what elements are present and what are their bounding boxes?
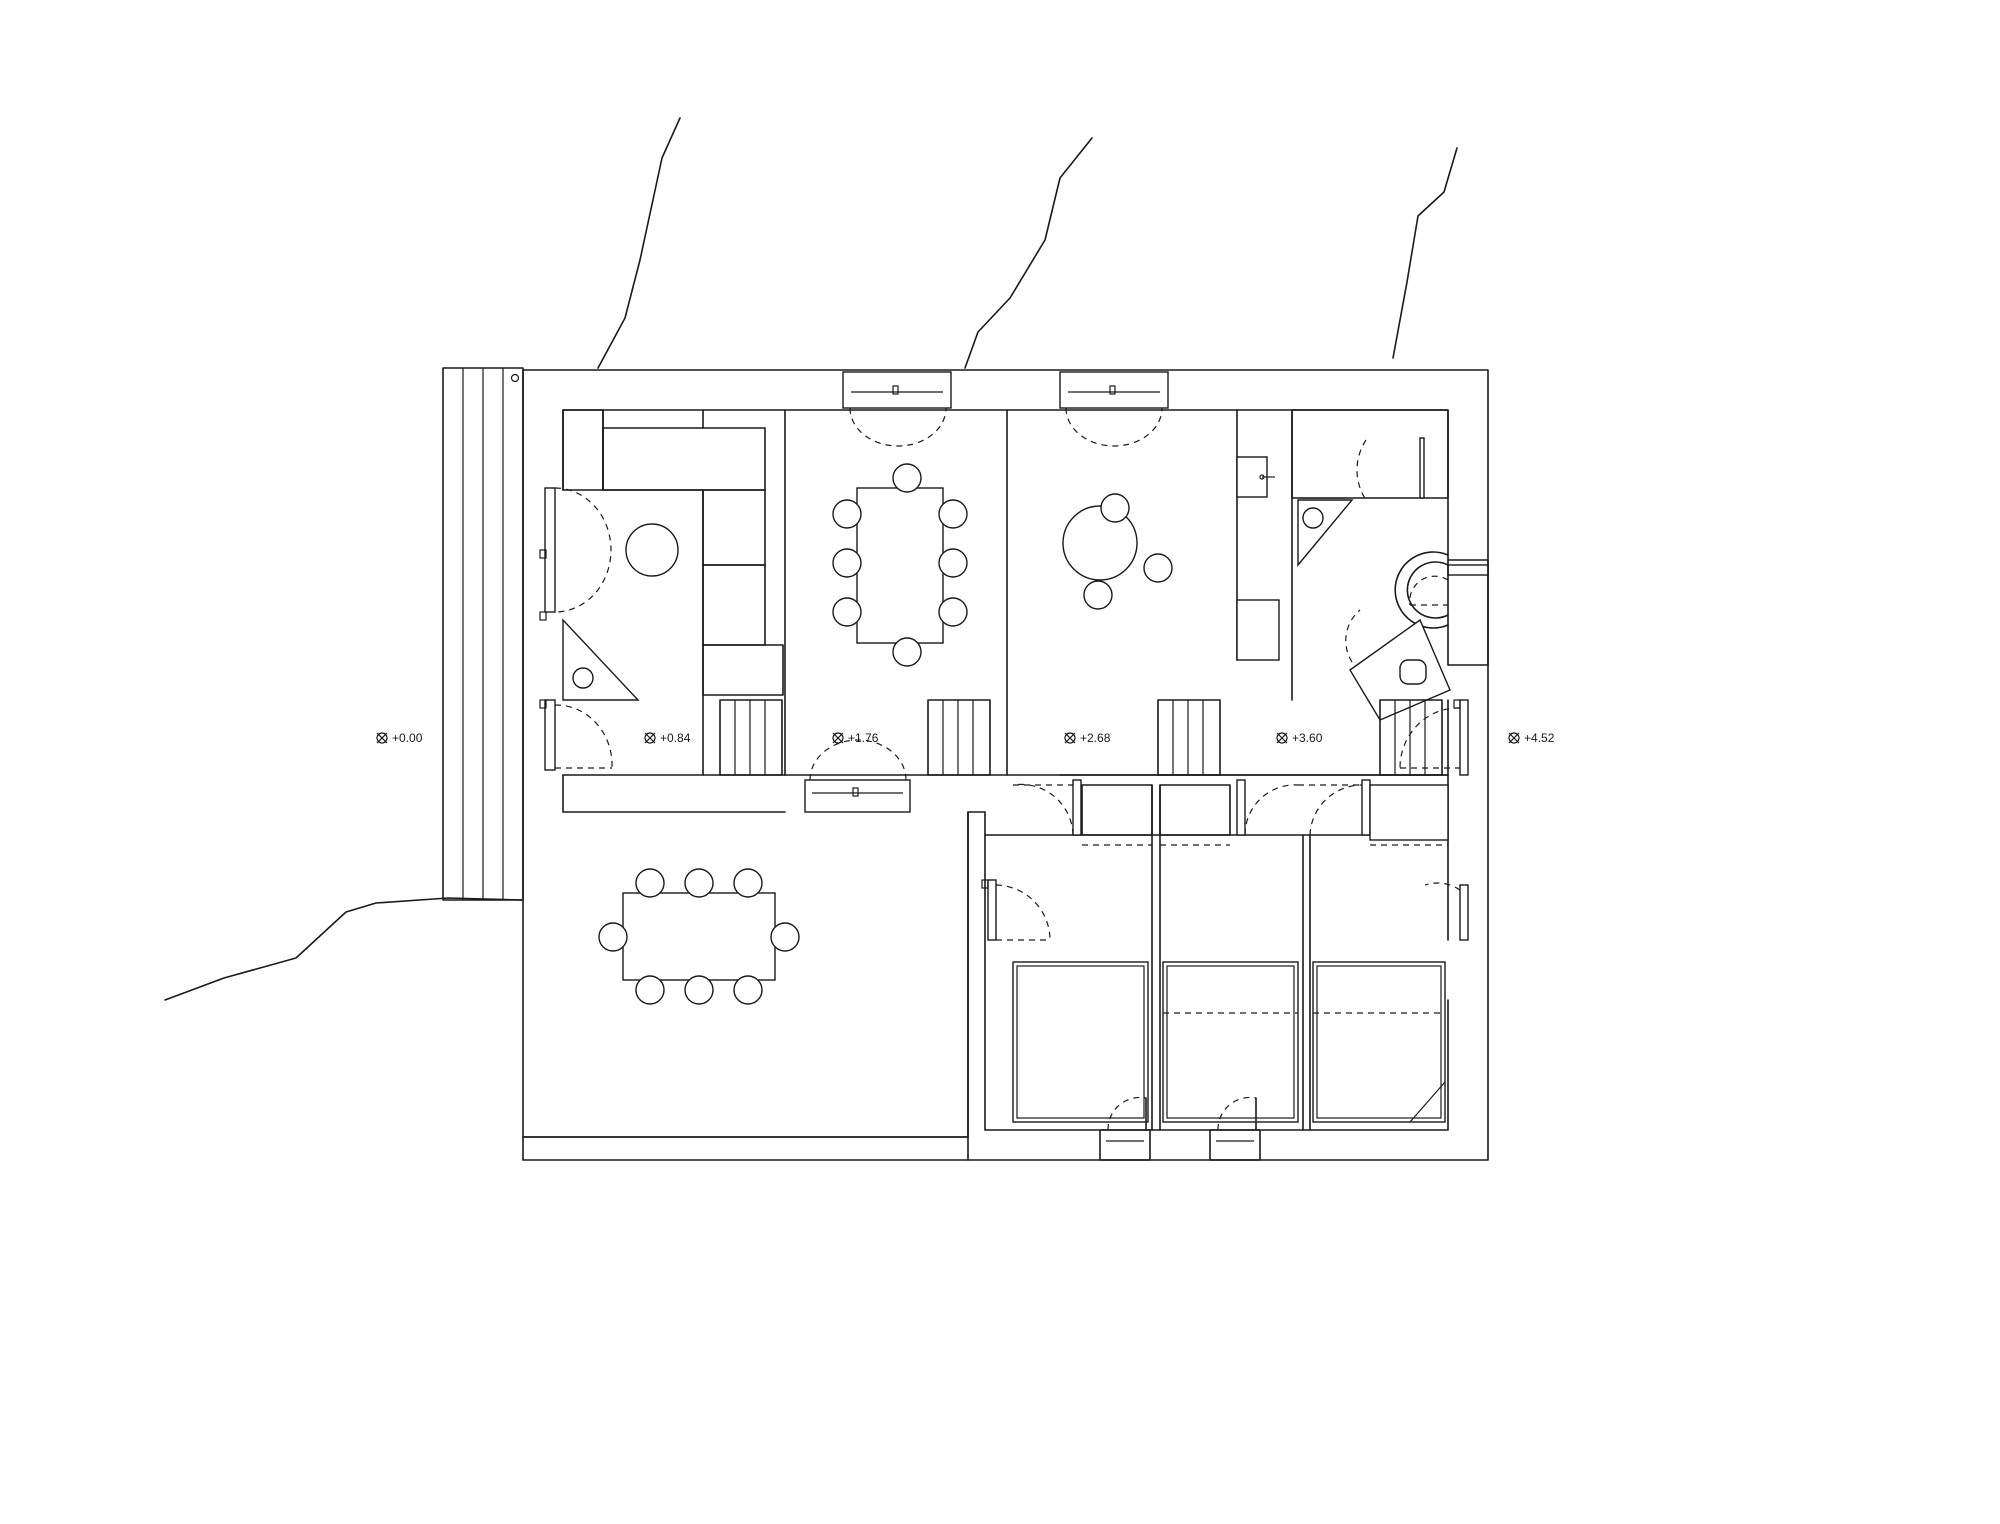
level-mark-2: +1.76 — [832, 731, 879, 745]
level-datum-icon — [1064, 732, 1076, 744]
room-lower-dining — [522, 868, 969, 1138]
terrain-lines — [164, 117, 1458, 1001]
level-mark-4: +3.60 — [1276, 731, 1323, 745]
level-label-5: +4.52 — [1524, 731, 1555, 745]
bedrooms — [981, 784, 1469, 1161]
level-mark-3: +2.68 — [1064, 731, 1111, 745]
room-kitchen-bath — [1236, 437, 1489, 776]
level-label-3: +2.68 — [1080, 731, 1111, 745]
level-label-2: +1.76 — [848, 731, 879, 745]
corridor-doors — [1012, 779, 1449, 846]
level-datum-icon — [832, 732, 844, 744]
top-windows — [842, 371, 1169, 447]
level-markers: +0.00 +0.84 +1.76 +2.68 — [376, 731, 1555, 745]
room-dining — [804, 463, 991, 813]
level-mark-5: +4.52 — [1508, 731, 1555, 745]
level-datum-icon — [644, 732, 656, 744]
entrance-boardwalk — [442, 367, 524, 901]
level-label-4: +3.60 — [1292, 731, 1323, 745]
level-label-0: +0.00 — [392, 731, 423, 745]
level-label-1: +0.84 — [660, 731, 691, 745]
room-lounge — [539, 409, 784, 776]
room-round-table — [1062, 493, 1221, 776]
level-datum-icon — [376, 732, 388, 744]
level-datum-icon — [1508, 732, 1520, 744]
level-mark-0: +0.00 — [376, 731, 423, 745]
level-mark-1: +0.84 — [644, 731, 691, 745]
level-datum-icon — [1276, 732, 1288, 744]
